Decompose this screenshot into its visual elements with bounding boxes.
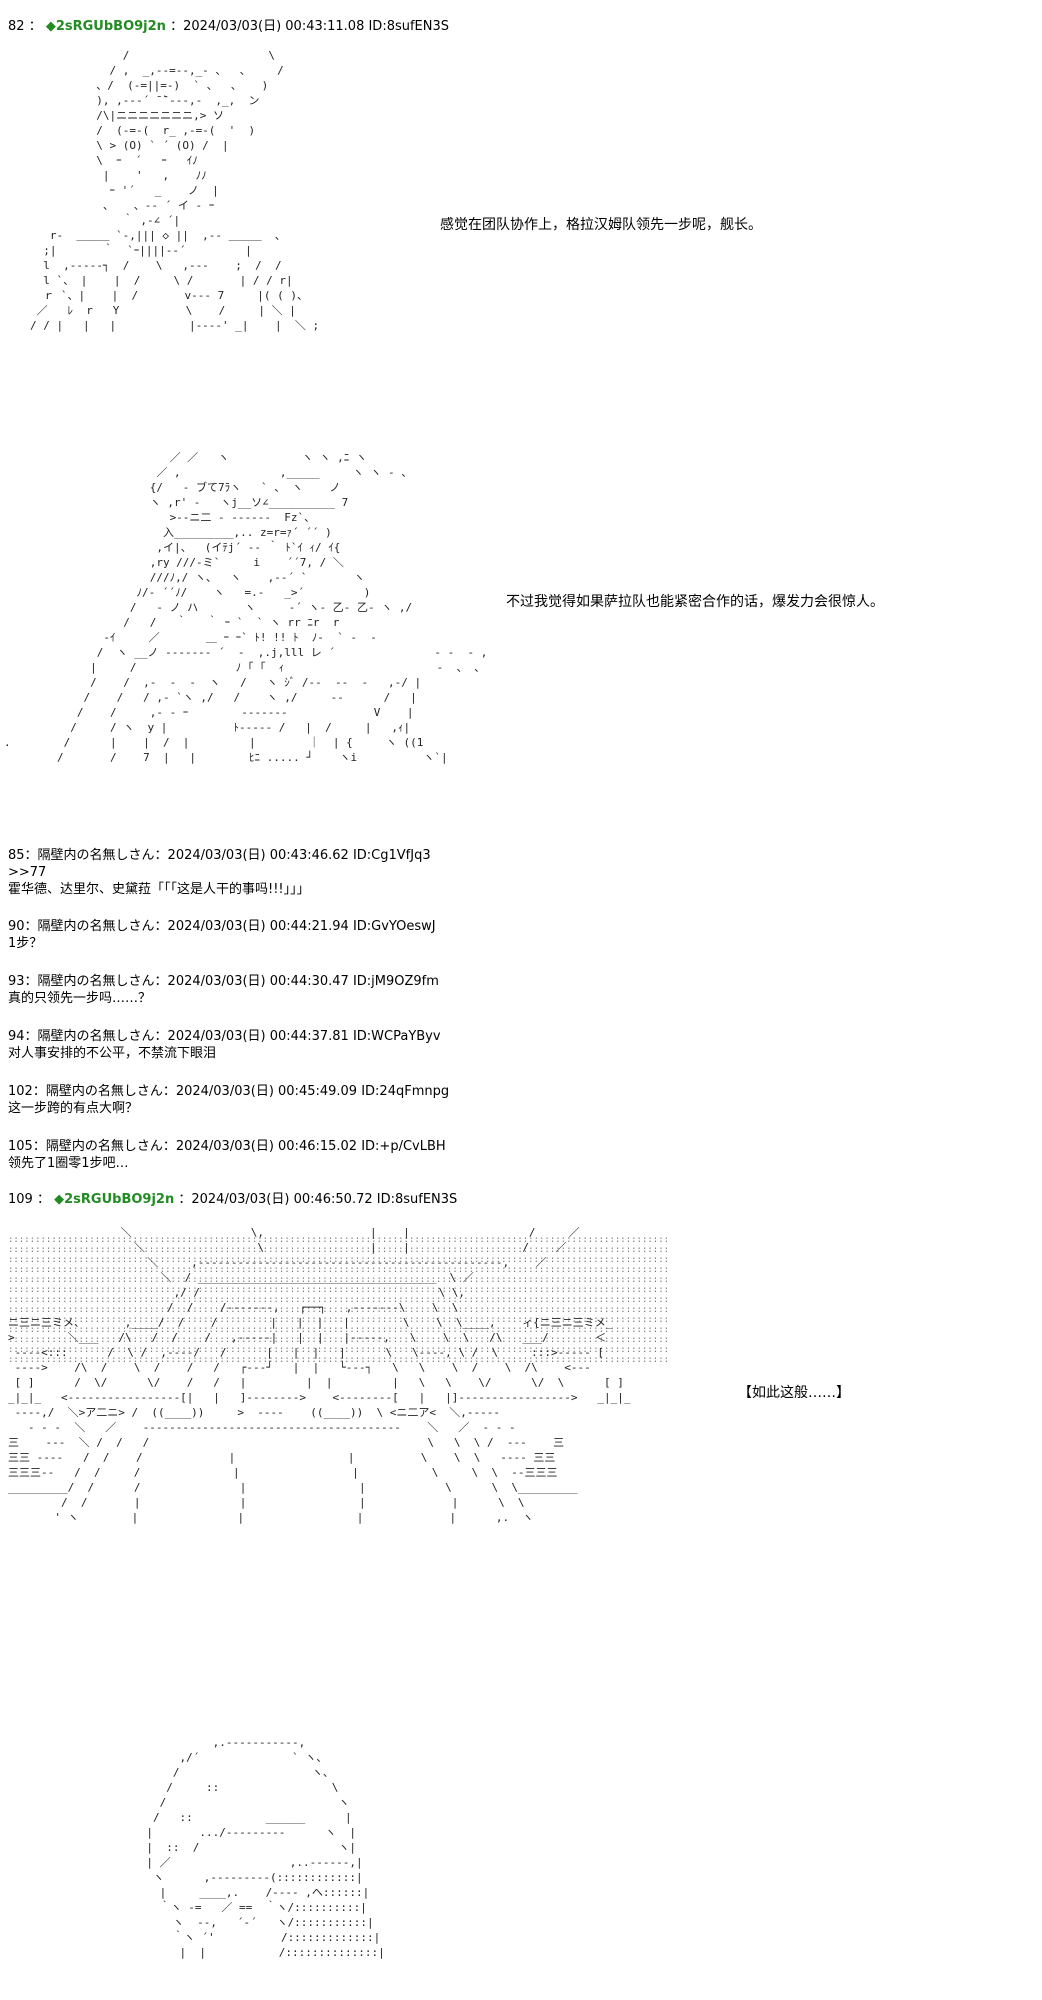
post-header-102: 102：隔壁内の名無しさん：2024/03/03(日) 00:45:49.09 … (8, 1084, 450, 1099)
post-body-93: 真的只领先一步吗……？ (8, 991, 152, 1006)
post-number: 109 (8, 1192, 33, 1207)
tripcode-link[interactable]: 2sRGUbBO9j2n (55, 19, 166, 34)
speech-line-1: 感觉在团队协作上，格拉汉姆队领先一步呢，舰长。 (440, 217, 762, 233)
ascii-art-character-cap: / \ / , _,-‐=-‐,_- 、 、 / 、/ (-=||=-) ` 、… (30, 49, 320, 332)
ascii-art-cap-bottom: ,.‐‐‐‐‐‐‐‐‐‐‐, ,/´ ` ヽ、 / ヽ、 / :: \ / ヽ … (146, 1736, 385, 1959)
post-header-93: 93：隔壁内の名無しさん：2024/03/03(日) 00:44:30.47 I… (8, 974, 439, 989)
post-body-105: 领先了1圈零1步吧… (8, 1156, 129, 1171)
trip-diamond-icon: ◆ (54, 1192, 65, 1207)
post-header-85: 85：隔壁内の名無しさん：2024/03/03(日) 00:43:46.62 I… (8, 848, 431, 863)
ascii-art-character-sitting: ／ ／ ヽ ヽ ヽ ,ﾆ ヽ ／ , ,_____ ヽ ヽ ‐ 、 {/ - ブ… (4, 451, 488, 764)
speech-line-2: 不过我觉得如果萨拉队也能紧密合作的话，爆发力会很惊人。 (506, 594, 884, 610)
post-header-90: 90：隔壁内の名無しさん：2024/03/03(日) 00:44:21.94 I… (8, 919, 436, 934)
post-header-94: 94：隔壁内の名無しさん：2024/03/03(日) 00:44:37.81 I… (8, 1029, 441, 1044)
post-body-90: 1步？ (8, 936, 43, 951)
trip-diamond-icon: ◆ (45, 19, 56, 34)
post-body-85-line-2: 霍华德、达里尔、史黛菈「「「这是人干的事吗!!!」」」 (8, 882, 310, 897)
tripcode-link[interactable]: 2sRGUbBO9j2n (64, 1192, 175, 1207)
post-number: 82 (8, 19, 25, 34)
post-header-82: 82 ： ◆2sRGUbBO9j2n ：2024/03/03(日) 00:43:… (8, 19, 450, 34)
post-body-94: 对人事安排的不公平，不禁流下眼泪 (8, 1046, 217, 1061)
post-meta: ：2024/03/03(日) 00:46:50.72 ID:8sufEN3S (178, 1192, 458, 1207)
post-meta: ：2024/03/03(日) 00:43:11.08 ID:8sufEN3S (170, 19, 450, 34)
speech-line-3: 【如此这般……】 (738, 1385, 850, 1401)
ascii-art-dotted-background: ::::::::::::::::::::::::::::::::::::::::… (8, 1235, 668, 1365)
post-body-102: 这一步跨的有点大啊？ (8, 1101, 139, 1116)
post-body-85-line-1[interactable]: >>77 (8, 865, 47, 880)
ascii-art-mecha-face: ＼ \, | | / ／ ＼ \ | | / ／ ＼ ,‐‐‐‐‐‐‐‐‐‐‐‐… (8, 1226, 631, 1524)
post-header-105: 105：隔壁内の名無しさん：2024/03/03(日) 00:46:15.02 … (8, 1139, 446, 1154)
post-header-109: 109 ： ◆2sRGUbBO9j2n ：2024/03/03(日) 00:46… (8, 1192, 458, 1207)
